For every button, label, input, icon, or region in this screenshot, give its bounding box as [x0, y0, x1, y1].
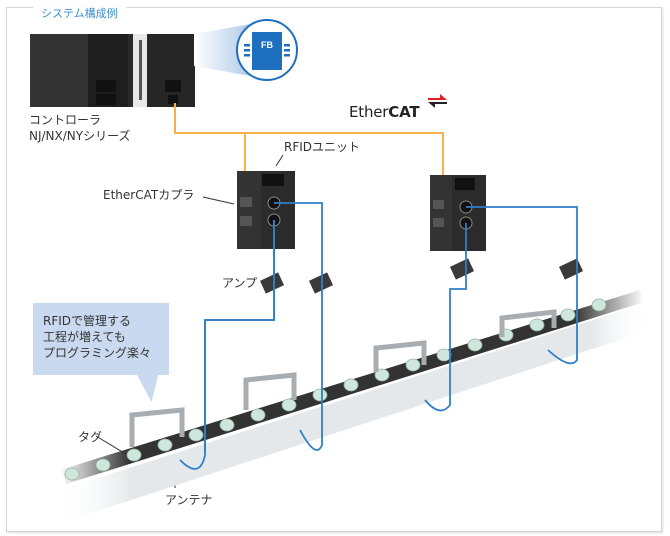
callout-line-1: RFIDで管理する — [43, 314, 132, 328]
ethercat-logo: EtherCAT — [349, 103, 420, 121]
tag-label: タグ — [78, 430, 103, 444]
callout-line-3: プログラミング楽々 — [43, 346, 152, 360]
controller-label-line2: NJ/NX/NYシリーズ — [29, 129, 131, 143]
callout-text: RFIDで管理する 工程が増えても プログラミング楽々 — [43, 313, 151, 361]
ethercat-coupler-label: EtherCATカプラ — [103, 188, 195, 202]
antenna-cables — [179, 202, 578, 470]
fb-label: FB — [261, 40, 273, 50]
amp-label: アンプ — [222, 276, 258, 290]
antenna-label: アンテナ — [165, 493, 213, 507]
tags — [64, 298, 607, 481]
ethercat-logo-prefix: Ether — [349, 103, 389, 121]
gate-frames — [129, 309, 557, 447]
ethercat-logo-icon — [428, 94, 447, 108]
system-config-frame: システム構成例 — [6, 7, 662, 532]
frame-title: システム構成例 — [33, 7, 126, 21]
rfid-unit-1 — [237, 171, 295, 249]
amplifiers — [259, 258, 584, 294]
rfid-unit-2 — [430, 175, 486, 251]
controller-plc — [30, 34, 195, 107]
ethercat-logo-bold: CAT — [388, 103, 420, 121]
rfid-unit-label: RFIDユニット — [284, 140, 361, 154]
callout-box — [33, 303, 169, 375]
fb-function-block-icon: FB — [236, 19, 298, 81]
controller-label-line1: コントローラ — [29, 113, 102, 127]
callout-line-2: 工程が増えても — [43, 330, 126, 344]
